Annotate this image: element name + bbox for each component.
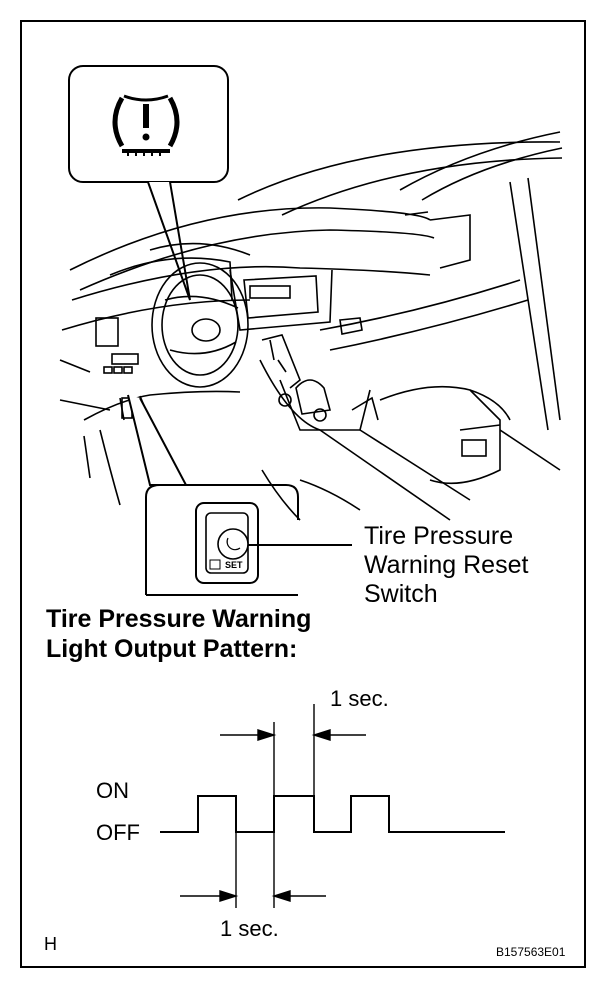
car-interior-illustration (59, 131, 563, 521)
top-interval-marker (220, 704, 366, 796)
switch-label-line-2: Warning Reset (364, 550, 529, 579)
figure-frame (20, 20, 586, 968)
pattern-title-line-2: Light Output Pattern: (46, 635, 298, 663)
bottom-interval-marker (180, 832, 326, 908)
on-label: ON (96, 778, 129, 803)
figure-id: B157563E01 (496, 945, 566, 959)
reset-switch (195, 502, 259, 584)
top-interval-label: 1 sec. (330, 686, 389, 711)
switch-set-text: SET (225, 560, 243, 570)
pattern-title-line-1: Tire Pressure Warning (46, 605, 312, 633)
switch-callout (127, 394, 299, 596)
output-waveform (160, 795, 505, 833)
tire-pressure-warning-icon (112, 94, 180, 156)
corner-letter: H (44, 934, 57, 954)
switch-label: Tire Pressure Warning Reset Switch (364, 522, 528, 608)
switch-label-line-1: Tire Pressure (364, 522, 514, 550)
pattern-title: Tire Pressure Warning Light Output Patte… (46, 604, 311, 664)
off-label: OFF (96, 820, 140, 845)
switch-label-line-3: Switch (364, 579, 438, 608)
bottom-interval-label: 1 sec. (220, 916, 279, 941)
